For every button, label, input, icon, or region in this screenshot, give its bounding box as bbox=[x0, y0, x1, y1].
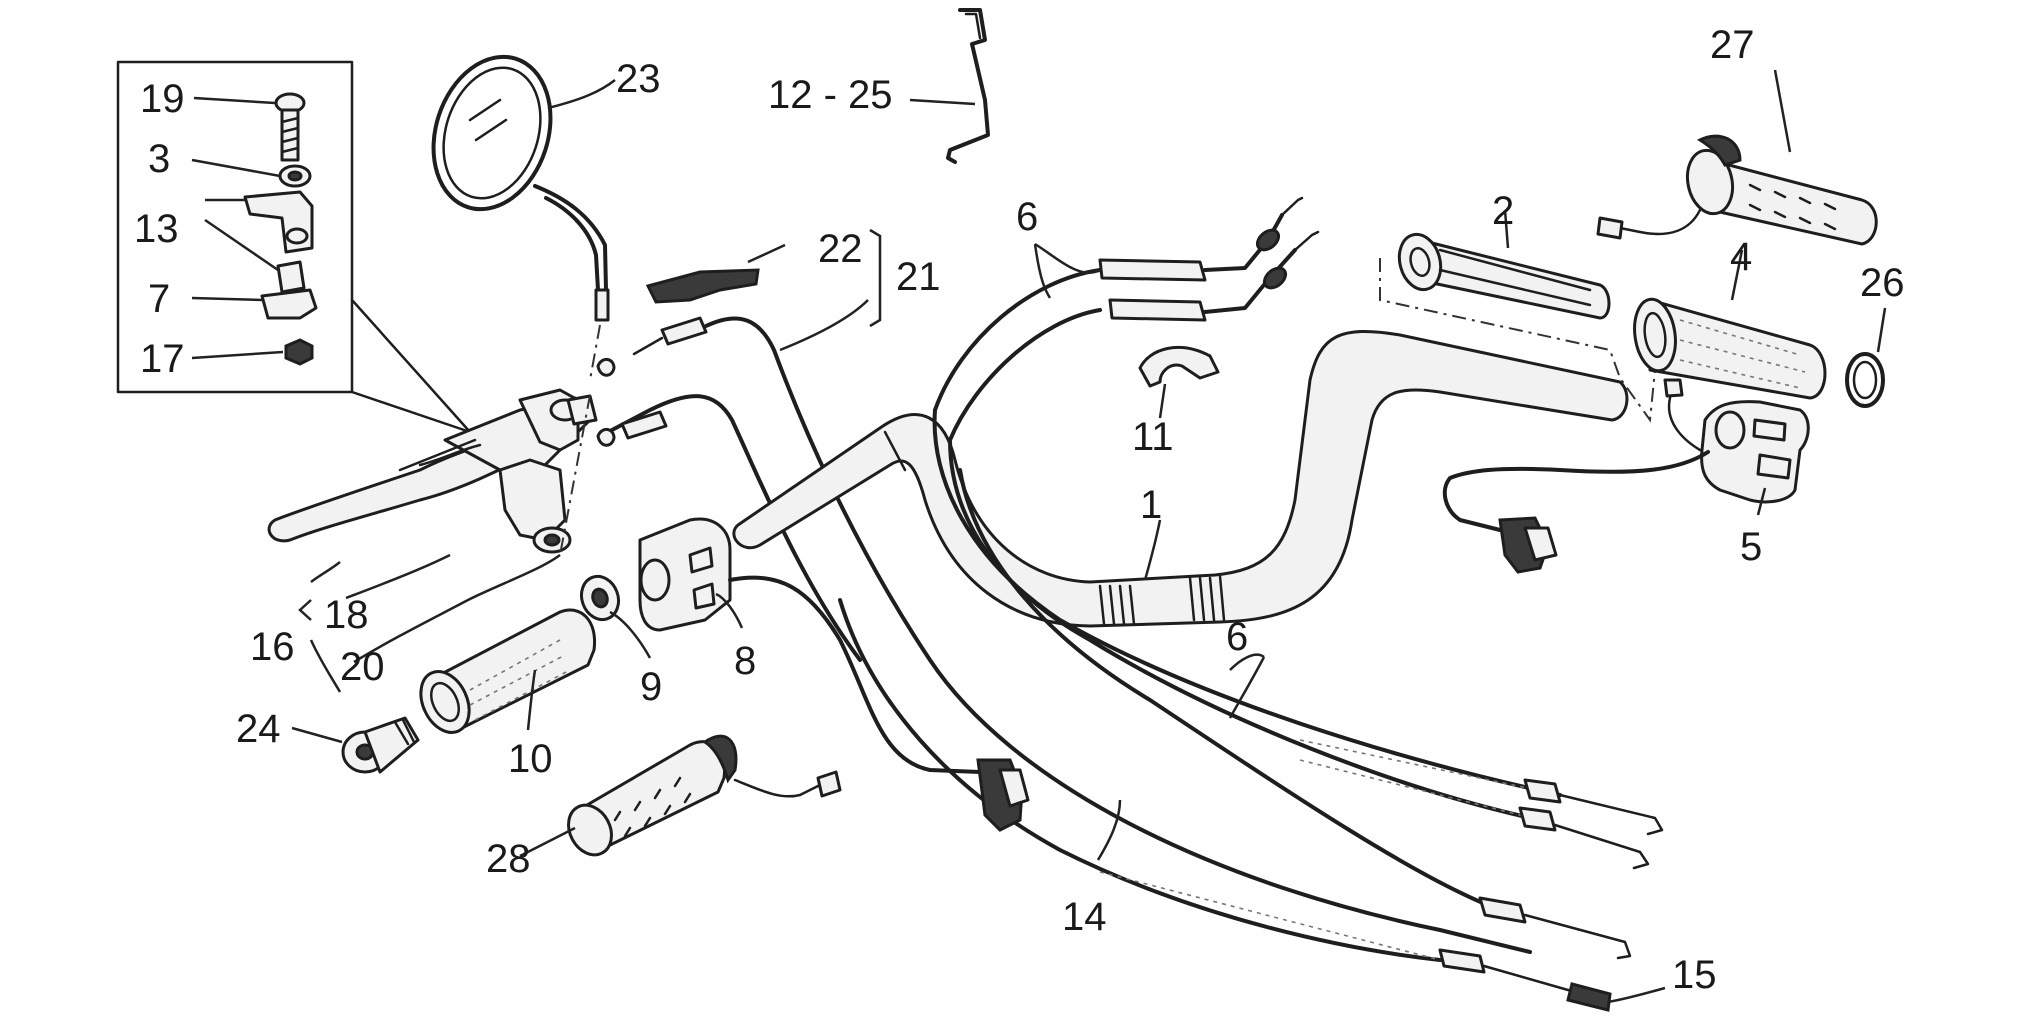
part-12-25-clip bbox=[946, 8, 990, 164]
label-2: 2 bbox=[1492, 189, 1514, 233]
label-9: 9 bbox=[640, 665, 662, 709]
part-23-mirror bbox=[431, 54, 610, 381]
part-3-washer bbox=[278, 164, 312, 188]
part-9-washer bbox=[579, 574, 621, 622]
part-26-ring bbox=[1845, 352, 1885, 408]
label-1: 1 bbox=[1140, 483, 1162, 527]
part-14-cable bbox=[838, 598, 1612, 1012]
part-17-nut bbox=[284, 338, 314, 366]
part-28-heated-grip bbox=[567, 734, 842, 857]
label-27: 27 bbox=[1710, 23, 1755, 67]
detail-inset bbox=[116, 60, 472, 434]
part-5-right-switch bbox=[1442, 378, 1810, 532]
label-22: 22 bbox=[818, 227, 863, 271]
part-16-lever-assembly bbox=[267, 388, 592, 554]
label-20: 20 bbox=[340, 645, 385, 689]
label-3: 3 bbox=[148, 137, 170, 181]
part-27-heated-grip bbox=[1596, 134, 1878, 246]
label-8: 8 bbox=[734, 639, 756, 683]
part-4-right-grip bbox=[1633, 297, 1827, 400]
part-10-left-grip bbox=[419, 608, 597, 734]
label-16: 16 bbox=[250, 625, 295, 669]
labels: 19 3 13 7 17 23 12 - 25 22 21 6 11 1 2 4… bbox=[134, 23, 1905, 997]
part-8-left-switch bbox=[638, 517, 982, 774]
label-15: 15 bbox=[1672, 953, 1717, 997]
label-6-lower: 6 bbox=[1226, 615, 1248, 659]
part-11-cable-clip bbox=[1138, 346, 1220, 388]
label-14: 14 bbox=[1062, 895, 1107, 939]
label-24: 24 bbox=[236, 707, 281, 751]
label-28: 28 bbox=[486, 837, 531, 881]
part-21-clutch-cable bbox=[596, 316, 1532, 954]
label-4: 4 bbox=[1730, 235, 1752, 279]
label-18: 18 bbox=[324, 593, 369, 637]
left-switch-connector bbox=[976, 758, 1030, 832]
label-13: 13 bbox=[134, 207, 179, 251]
part-22-cover bbox=[645, 268, 760, 304]
part-19-bolt bbox=[274, 92, 306, 162]
label-5: 5 bbox=[1740, 525, 1762, 569]
part-13-clamp bbox=[243, 190, 314, 294]
right-switch-connector bbox=[1498, 516, 1558, 574]
part-1-handlebar bbox=[732, 329, 1629, 628]
label-10: 10 bbox=[508, 737, 553, 781]
part-24-bar-end bbox=[341, 716, 420, 774]
label-19: 19 bbox=[140, 77, 185, 121]
label-17: 17 bbox=[140, 337, 185, 381]
part-7-clamp-base bbox=[260, 288, 318, 320]
label-23: 23 bbox=[616, 57, 661, 101]
label-7: 7 bbox=[148, 277, 170, 321]
short-cable-end bbox=[596, 410, 668, 447]
label-11: 11 bbox=[1132, 415, 1174, 459]
part-18-bolt bbox=[566, 394, 598, 426]
label-21: 21 bbox=[896, 255, 941, 299]
part-6-throttle-cables bbox=[933, 196, 1320, 442]
leader-lines bbox=[191, 69, 1887, 1004]
label-12-25: 12 - 25 bbox=[768, 73, 893, 117]
part-2-throttle-tube bbox=[1397, 232, 1611, 320]
part-6-lower-cables bbox=[932, 408, 1664, 960]
label-26: 26 bbox=[1860, 261, 1905, 305]
label-6-upper: 6 bbox=[1016, 195, 1038, 239]
